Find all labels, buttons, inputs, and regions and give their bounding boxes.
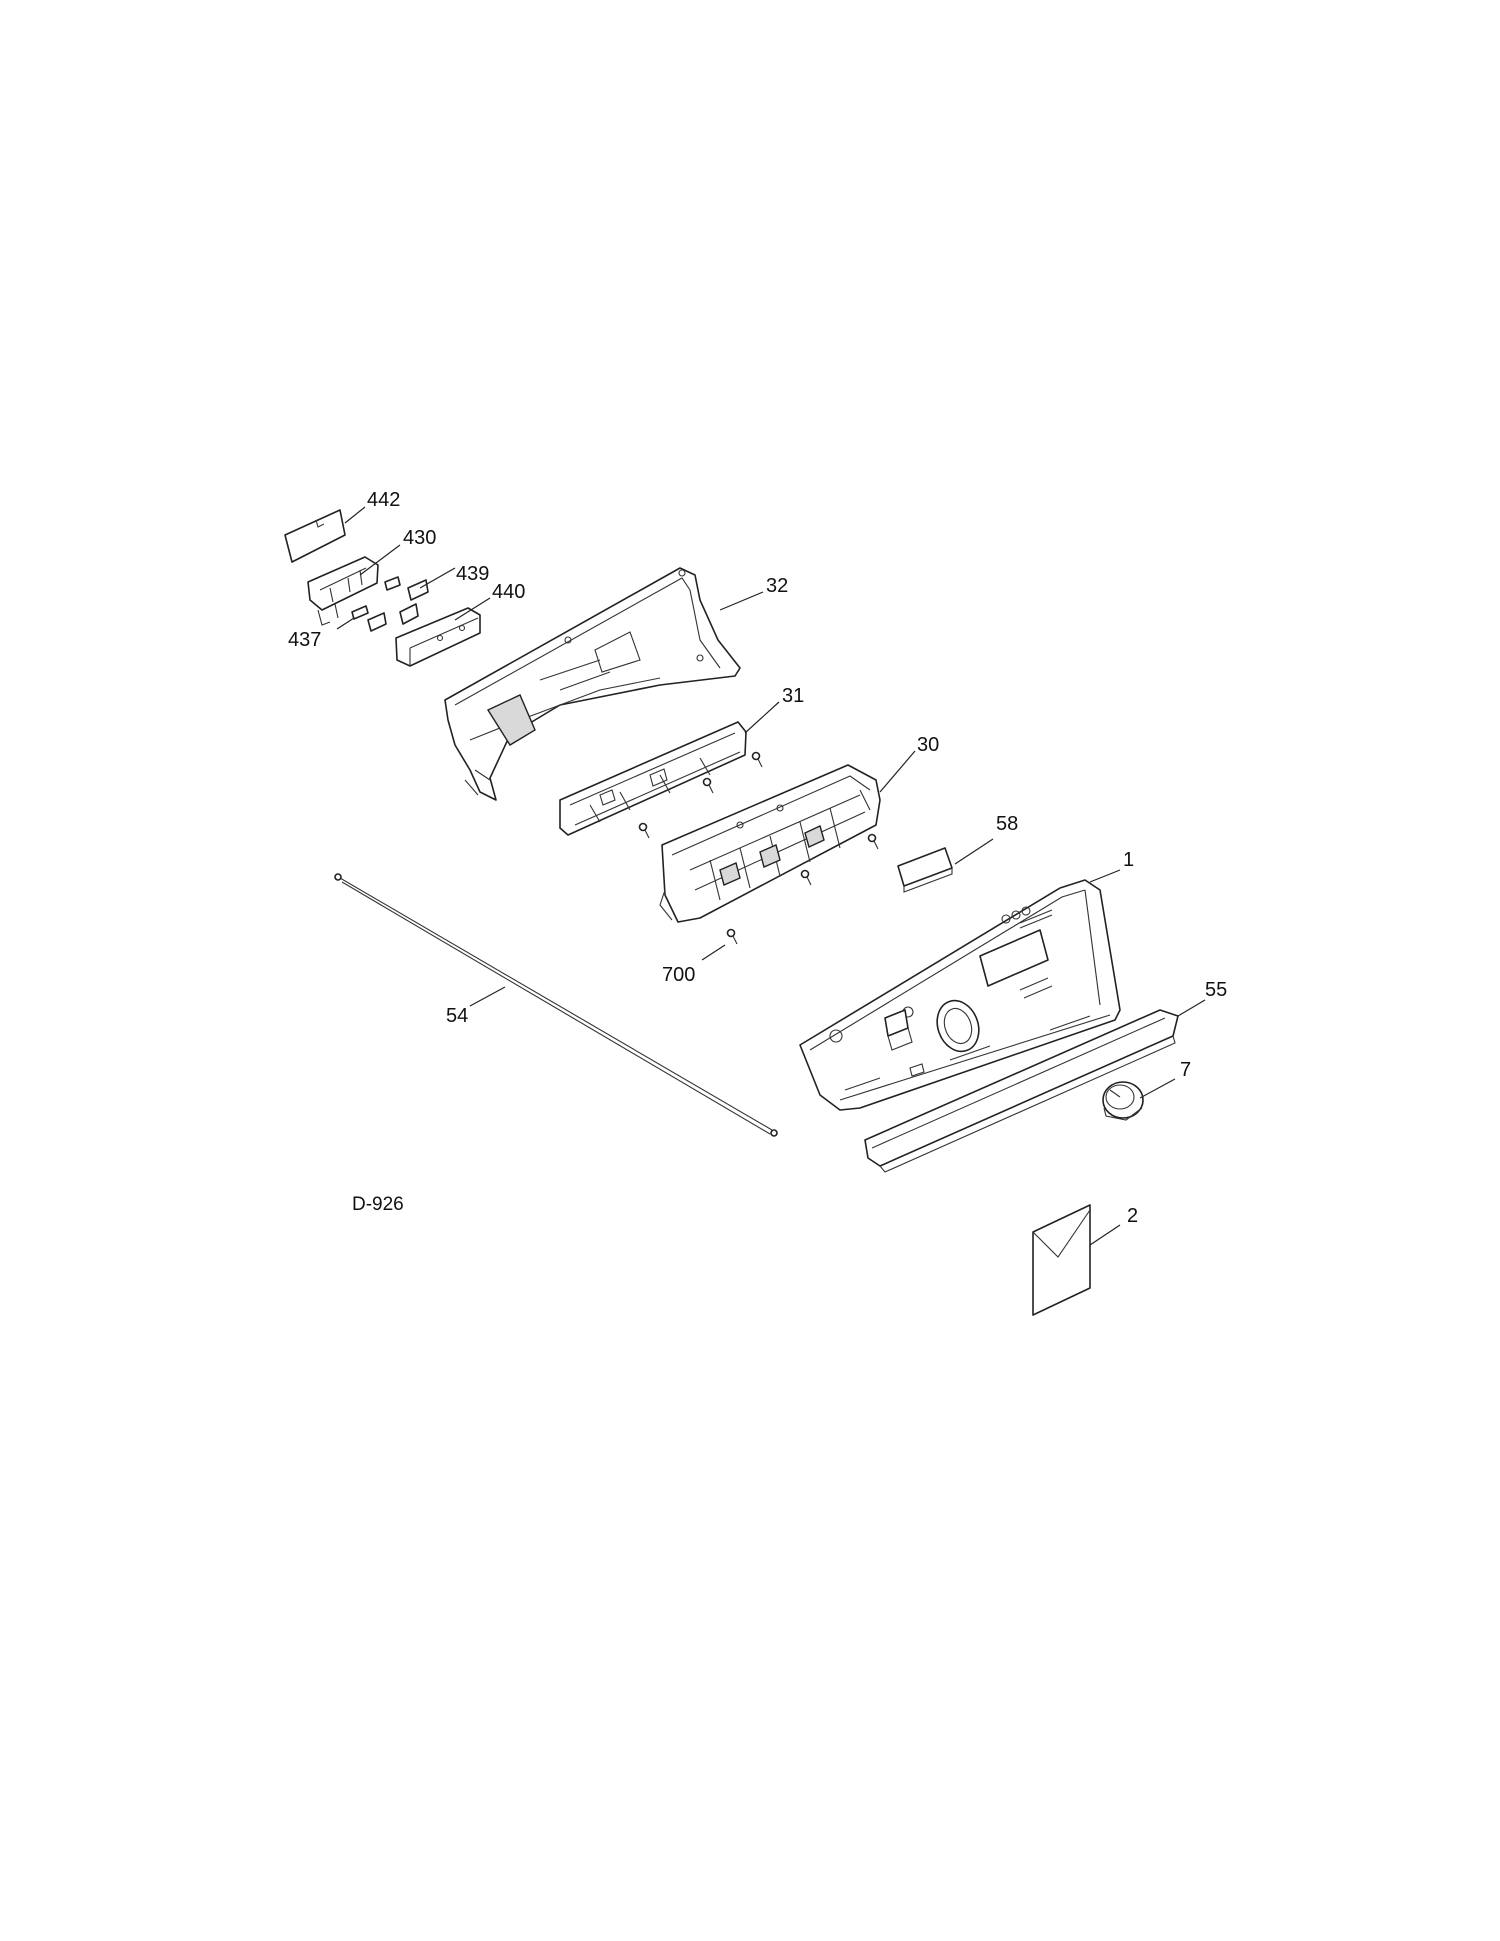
part-30-main-control-board [659,764,881,923]
screw [800,869,812,886]
callout-430: 430 [403,527,436,549]
part-55-trim-strip [864,1009,1179,1173]
screw [638,822,650,839]
part-430-bracket [307,556,379,626]
part-1-control-panel [799,879,1121,1111]
screw [702,777,714,794]
callout-30: 30 [917,734,939,756]
part-2-literature [1032,1204,1091,1316]
callout-440: 440 [492,581,525,603]
callout-1: 1 [1123,849,1134,871]
leader-lines [336,506,1206,1246]
callout-700: 700 [662,964,695,986]
callout-2: 2 [1127,1205,1138,1227]
callout-55: 55 [1205,979,1227,1001]
diagram-code: D-926 [352,1194,404,1215]
callout-58: 58 [996,813,1018,835]
callout-54: 54 [446,1005,468,1027]
screw [867,833,879,850]
callout-437: 437 [288,629,321,651]
part-440-terminal-block [395,607,481,667]
part-437-fuse [351,605,387,632]
screw [751,751,763,768]
part-7-knob [1102,1081,1144,1121]
part-700-screws [638,751,879,945]
callout-7: 7 [1180,1059,1191,1081]
callout-31: 31 [782,685,804,707]
callout-442: 442 [367,489,400,511]
callout-32: 32 [766,575,788,597]
screw [726,928,738,945]
part-32-backsplash-housing [444,567,741,801]
part-442-cover-plate [284,509,346,563]
part-31-pcb [559,721,747,836]
part-439-connectors [384,576,429,625]
part-58-cover [897,847,953,893]
callout-439: 439 [456,563,489,585]
callout-labels: 442 430 439 440 437 32 31 30 58 1 55 700… [288,489,1227,1227]
part-54-wire-harness [334,873,778,1137]
